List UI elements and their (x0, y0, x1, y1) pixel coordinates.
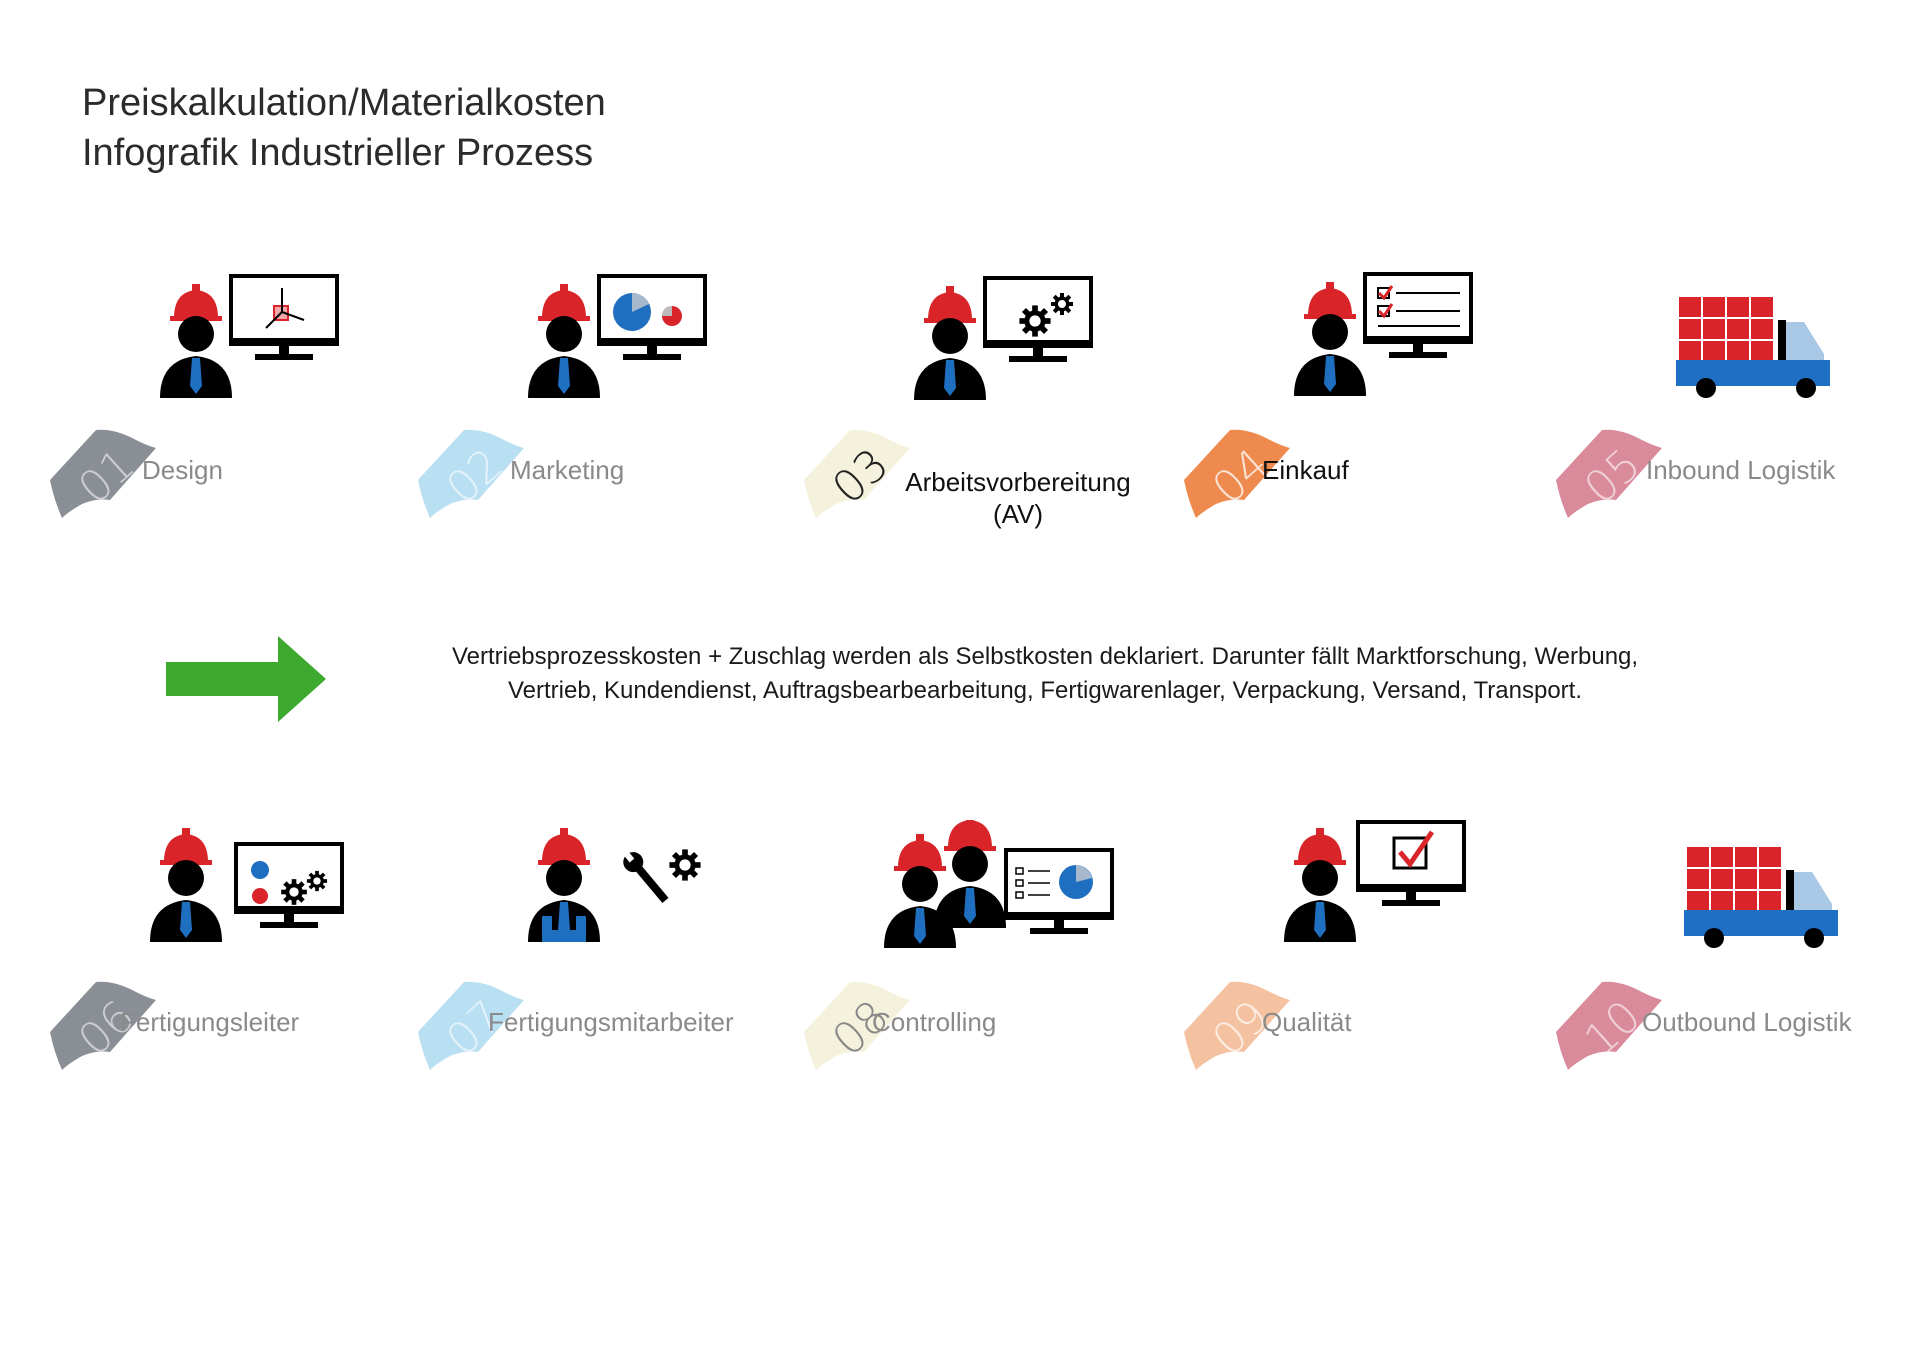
step-03: 03 Arbeitsvorbereitung (AV) (818, 268, 1138, 558)
page-title: Preiskalkulation/Materialkosten Infograf… (82, 78, 606, 178)
step-05: 05 Inbound Logistik (1570, 268, 1890, 558)
step-10: 10 Outbound Logistik (1570, 820, 1890, 1110)
step-09: 09 Qualität (1198, 820, 1518, 1110)
step-label-line-2: (AV) (992, 499, 1044, 529)
step-number-tag: 09 (1178, 970, 1298, 1080)
green-arrow-icon (166, 636, 326, 722)
gears-monitor-icon (818, 268, 1138, 428)
marketing-chart-icon (432, 268, 752, 428)
cost-note: Vertriebsprozesskosten + Zuschlag werden… (350, 640, 1740, 708)
step-08: 08 Controlling (818, 820, 1138, 1110)
truck-icon (1570, 268, 1890, 428)
step-label: Inbound Logistik (1646, 455, 1836, 485)
controlling-team-icon (818, 820, 1138, 980)
checklist-monitor-icon (1198, 268, 1518, 428)
step-label: Qualität (1262, 1007, 1352, 1037)
step-label: Fertigungsmitarbeiter (488, 1007, 734, 1037)
truck-icon (1570, 820, 1890, 980)
step-label: Controlling (872, 1007, 997, 1037)
step-number-tag: 05 (1550, 418, 1670, 528)
step-label: Design (142, 455, 223, 485)
step-number-tag: 02 (412, 418, 532, 528)
worker-tools-icon (432, 820, 752, 980)
quality-check-icon (1198, 820, 1518, 980)
step-number-tag: 08 (798, 970, 918, 1080)
step-label: Fertigungsleiter (120, 1007, 300, 1037)
step-number-tag: 06 (44, 970, 164, 1080)
step-number-tag: 04 (1178, 418, 1298, 528)
step-number-tag: 07 (412, 970, 532, 1080)
step-number-tag: 10 (1550, 970, 1670, 1080)
step-number-tag: 03 (798, 418, 918, 528)
title-line-2: Infografik Industrieller Prozess (82, 132, 594, 174)
cost-note-line-1: Vertriebsprozesskosten + Zuschlag werden… (451, 643, 1639, 670)
step-label: Marketing (510, 455, 625, 485)
manager-dashboard-icon (64, 820, 384, 980)
step-label: Outbound Logistik (1642, 1007, 1852, 1037)
step-04: 04 Einkauf (1198, 268, 1518, 558)
step-06: 06 Fertigungsleiter (64, 820, 384, 1110)
step-label: Arbeitsvorbereitung (AV) (878, 466, 1158, 530)
step-02: 02 Marketing (432, 268, 752, 558)
step-01: 01 Design (64, 268, 384, 558)
title-line-1: Preiskalkulation/Materialkosten (82, 82, 606, 124)
designer-3d-icon (64, 268, 384, 428)
step-label-line-1: Arbeitsvorbereitung (905, 467, 1131, 497)
cost-note-line-2: Vertrieb, Kundendienst, Auftragsbearbear… (507, 677, 1582, 704)
step-07: 07 Fertigungsmitarbeiter (432, 820, 752, 1110)
step-label: Einkauf (1262, 455, 1349, 485)
step-number-tag: 01 (44, 418, 164, 528)
